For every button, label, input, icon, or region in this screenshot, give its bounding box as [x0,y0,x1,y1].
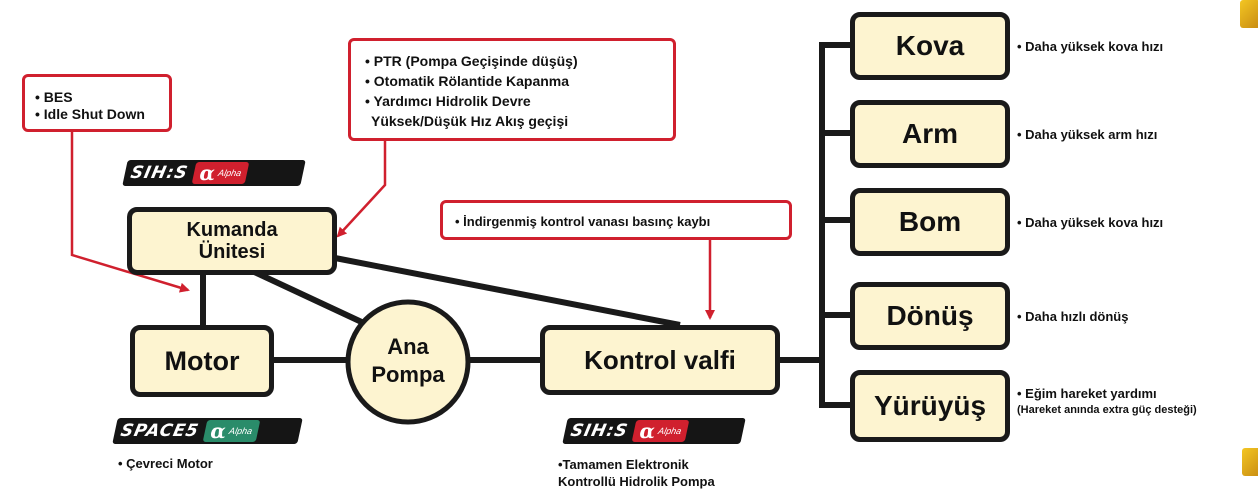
sihs-alpha-logo-top: SIH:S α Alpha [122,160,306,186]
bom-note: • Daha yüksek kova hızı [1017,215,1164,230]
arm-note: • Daha yüksek arm hızı [1017,127,1158,142]
yuruyus-box: Yürüyüş [850,370,1010,442]
alpha-suffix: Alpha [657,426,683,436]
ptr-callout: • PTR (Pompa Geçişinde düşüş) • Otomatik… [348,38,676,141]
arm-label: Arm [901,118,958,149]
yuruyus-note-1: • Eğim hareket yardımı [1017,386,1157,401]
bes-arrow [70,132,190,293]
kumanda-unitesi-box: Kumanda Ünitesi [127,207,337,275]
yuruyus-note-2: (Hareket anında extra güç desteği) [1017,404,1197,416]
ptr-callout-item: • Yardımcı Hidrolik Devre [365,93,531,109]
sihs-logo-name: SIH:S [568,421,630,441]
ptr-callout-item: • Otomatik Rölantide Kapanma [365,73,570,89]
alpha-suffix: Alpha [228,426,254,436]
kontrol-valfi-label: Kontrol valfi [584,344,736,375]
alpha-icon: α Alpha [631,419,690,443]
kumanda-label-line2: Ünitesi [198,241,266,263]
kumanda-label-line1: Kumanda [186,219,278,241]
kumanda-valfi-link [334,255,681,328]
yuruyus-label: Yürüyüş [873,390,987,421]
valve-loss-callout-item: • İndirgenmiş kontrol vanası basınç kayb… [455,214,711,229]
donus-note: • Daha hızlı dönüş [1017,309,1129,324]
bes-callout: • BES • Idle Shut Down [22,74,172,132]
alpha-symbol: α [208,419,229,443]
bes-callout-item: • Idle Shut Down [35,106,145,122]
pompa-note-1: •Tamamen Elektronik [558,457,689,472]
space5-alpha-logo: SPACE5 α Alpha [112,418,303,444]
kumanda-pompa-link [248,267,370,328]
motor-box: Motor [130,325,274,397]
ptr-callout-item: Yüksek/Düşük Hız Akış geçişi [371,113,569,129]
kova-note: • Daha yüksek kova hızı [1017,39,1164,54]
pompa-note-2: Kontrollü Hidrolik Pompa [558,474,715,489]
corner-decoration-top [1240,0,1258,28]
space5-logo-name: SPACE5 [118,421,201,441]
alpha-icon: α Alpha [191,161,250,185]
corner-decoration-bottom [1242,448,1258,476]
arm-box: Arm [850,100,1010,168]
alpha-icon: α Alpha [202,419,261,443]
kova-box: Kova [850,12,1010,80]
ana-pompa-circle [345,299,471,425]
bom-label: Bom [898,206,962,237]
alpha-symbol: α [197,161,218,185]
ana-pompa-label-line1: Ana [387,334,429,359]
kontrol-valfi-box: Kontrol valfi [540,325,780,395]
kova-label: Kova [895,30,965,61]
sihs-logo-name: SIH:S [128,163,190,183]
donus-label: Dönüş [886,300,974,331]
donus-box: Dönüş [850,282,1010,350]
ptr-arrow [336,140,387,238]
alpha-suffix: Alpha [217,168,243,178]
ptr-callout-item: • PTR (Pompa Geçişinde düşüş) [365,53,578,69]
ana-pompa-label-line2: Pompa [371,362,445,387]
sihs-alpha-logo-bottom: SIH:S α Alpha [562,418,746,444]
valve-loss-callout: • İndirgenmiş kontrol vanası basınç kayb… [440,200,792,240]
bes-callout-item: • BES [35,89,73,105]
motor-label: Motor [164,345,240,376]
alpha-symbol: α [637,419,658,443]
motor-note: • Çevreci Motor [118,456,213,471]
bom-box: Bom [850,188,1010,256]
